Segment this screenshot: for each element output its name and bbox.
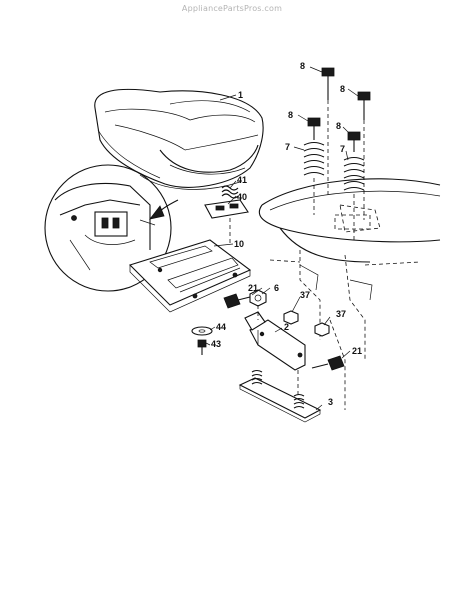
callout-44: 44 <box>216 322 226 332</box>
bolt-43 <box>197 339 207 355</box>
callout-6: 6 <box>274 283 279 293</box>
callout-43: 43 <box>211 339 221 349</box>
bolt-8-mid-left <box>307 117 321 140</box>
spring-7-right <box>343 156 365 240</box>
bolt-21-right <box>311 355 345 371</box>
mower-deck-frame <box>258 178 441 410</box>
leader-lines <box>205 66 359 411</box>
callout-8-right: 8 <box>340 84 345 94</box>
bolt-8-right <box>357 91 371 220</box>
seat-pan <box>128 239 252 313</box>
inset-arrow <box>149 199 179 220</box>
callout-8-mid-right: 8 <box>336 121 341 131</box>
callout-1: 1 <box>238 90 243 100</box>
callout-41: 41 <box>237 175 247 185</box>
bolt-8-left <box>321 67 335 195</box>
seat-spring-bracket <box>204 185 249 245</box>
callout-labels: 1 8 8 8 8 7 7 41 40 10 21 6 37 37 2 44 4… <box>211 61 362 407</box>
callout-7-left: 7 <box>285 142 290 152</box>
spring-7-left <box>303 141 325 215</box>
callout-2: 2 <box>284 322 289 332</box>
callout-8-left: 8 <box>300 61 305 71</box>
seat-assembly <box>94 88 264 190</box>
callout-37-upper: 37 <box>300 290 310 300</box>
lower-plate <box>238 369 322 423</box>
callout-3: 3 <box>328 397 333 407</box>
seat-bracket <box>244 305 306 395</box>
callout-10: 10 <box>234 239 244 249</box>
washer-44 <box>191 326 213 336</box>
callout-21-right: 21 <box>352 346 362 356</box>
nut-37-lower <box>314 322 330 337</box>
callout-7-right: 7 <box>340 144 345 154</box>
bolt-8-mid-right <box>347 131 361 152</box>
callout-8-mid-left: 8 <box>288 110 293 120</box>
detail-inset <box>44 164 172 292</box>
callout-21-left: 21 <box>248 283 258 293</box>
nut-37-upper <box>283 310 299 325</box>
callout-40: 40 <box>237 192 247 202</box>
callout-37-lower: 37 <box>336 309 346 319</box>
watermark: AppliancePartsPros.com <box>181 4 283 13</box>
